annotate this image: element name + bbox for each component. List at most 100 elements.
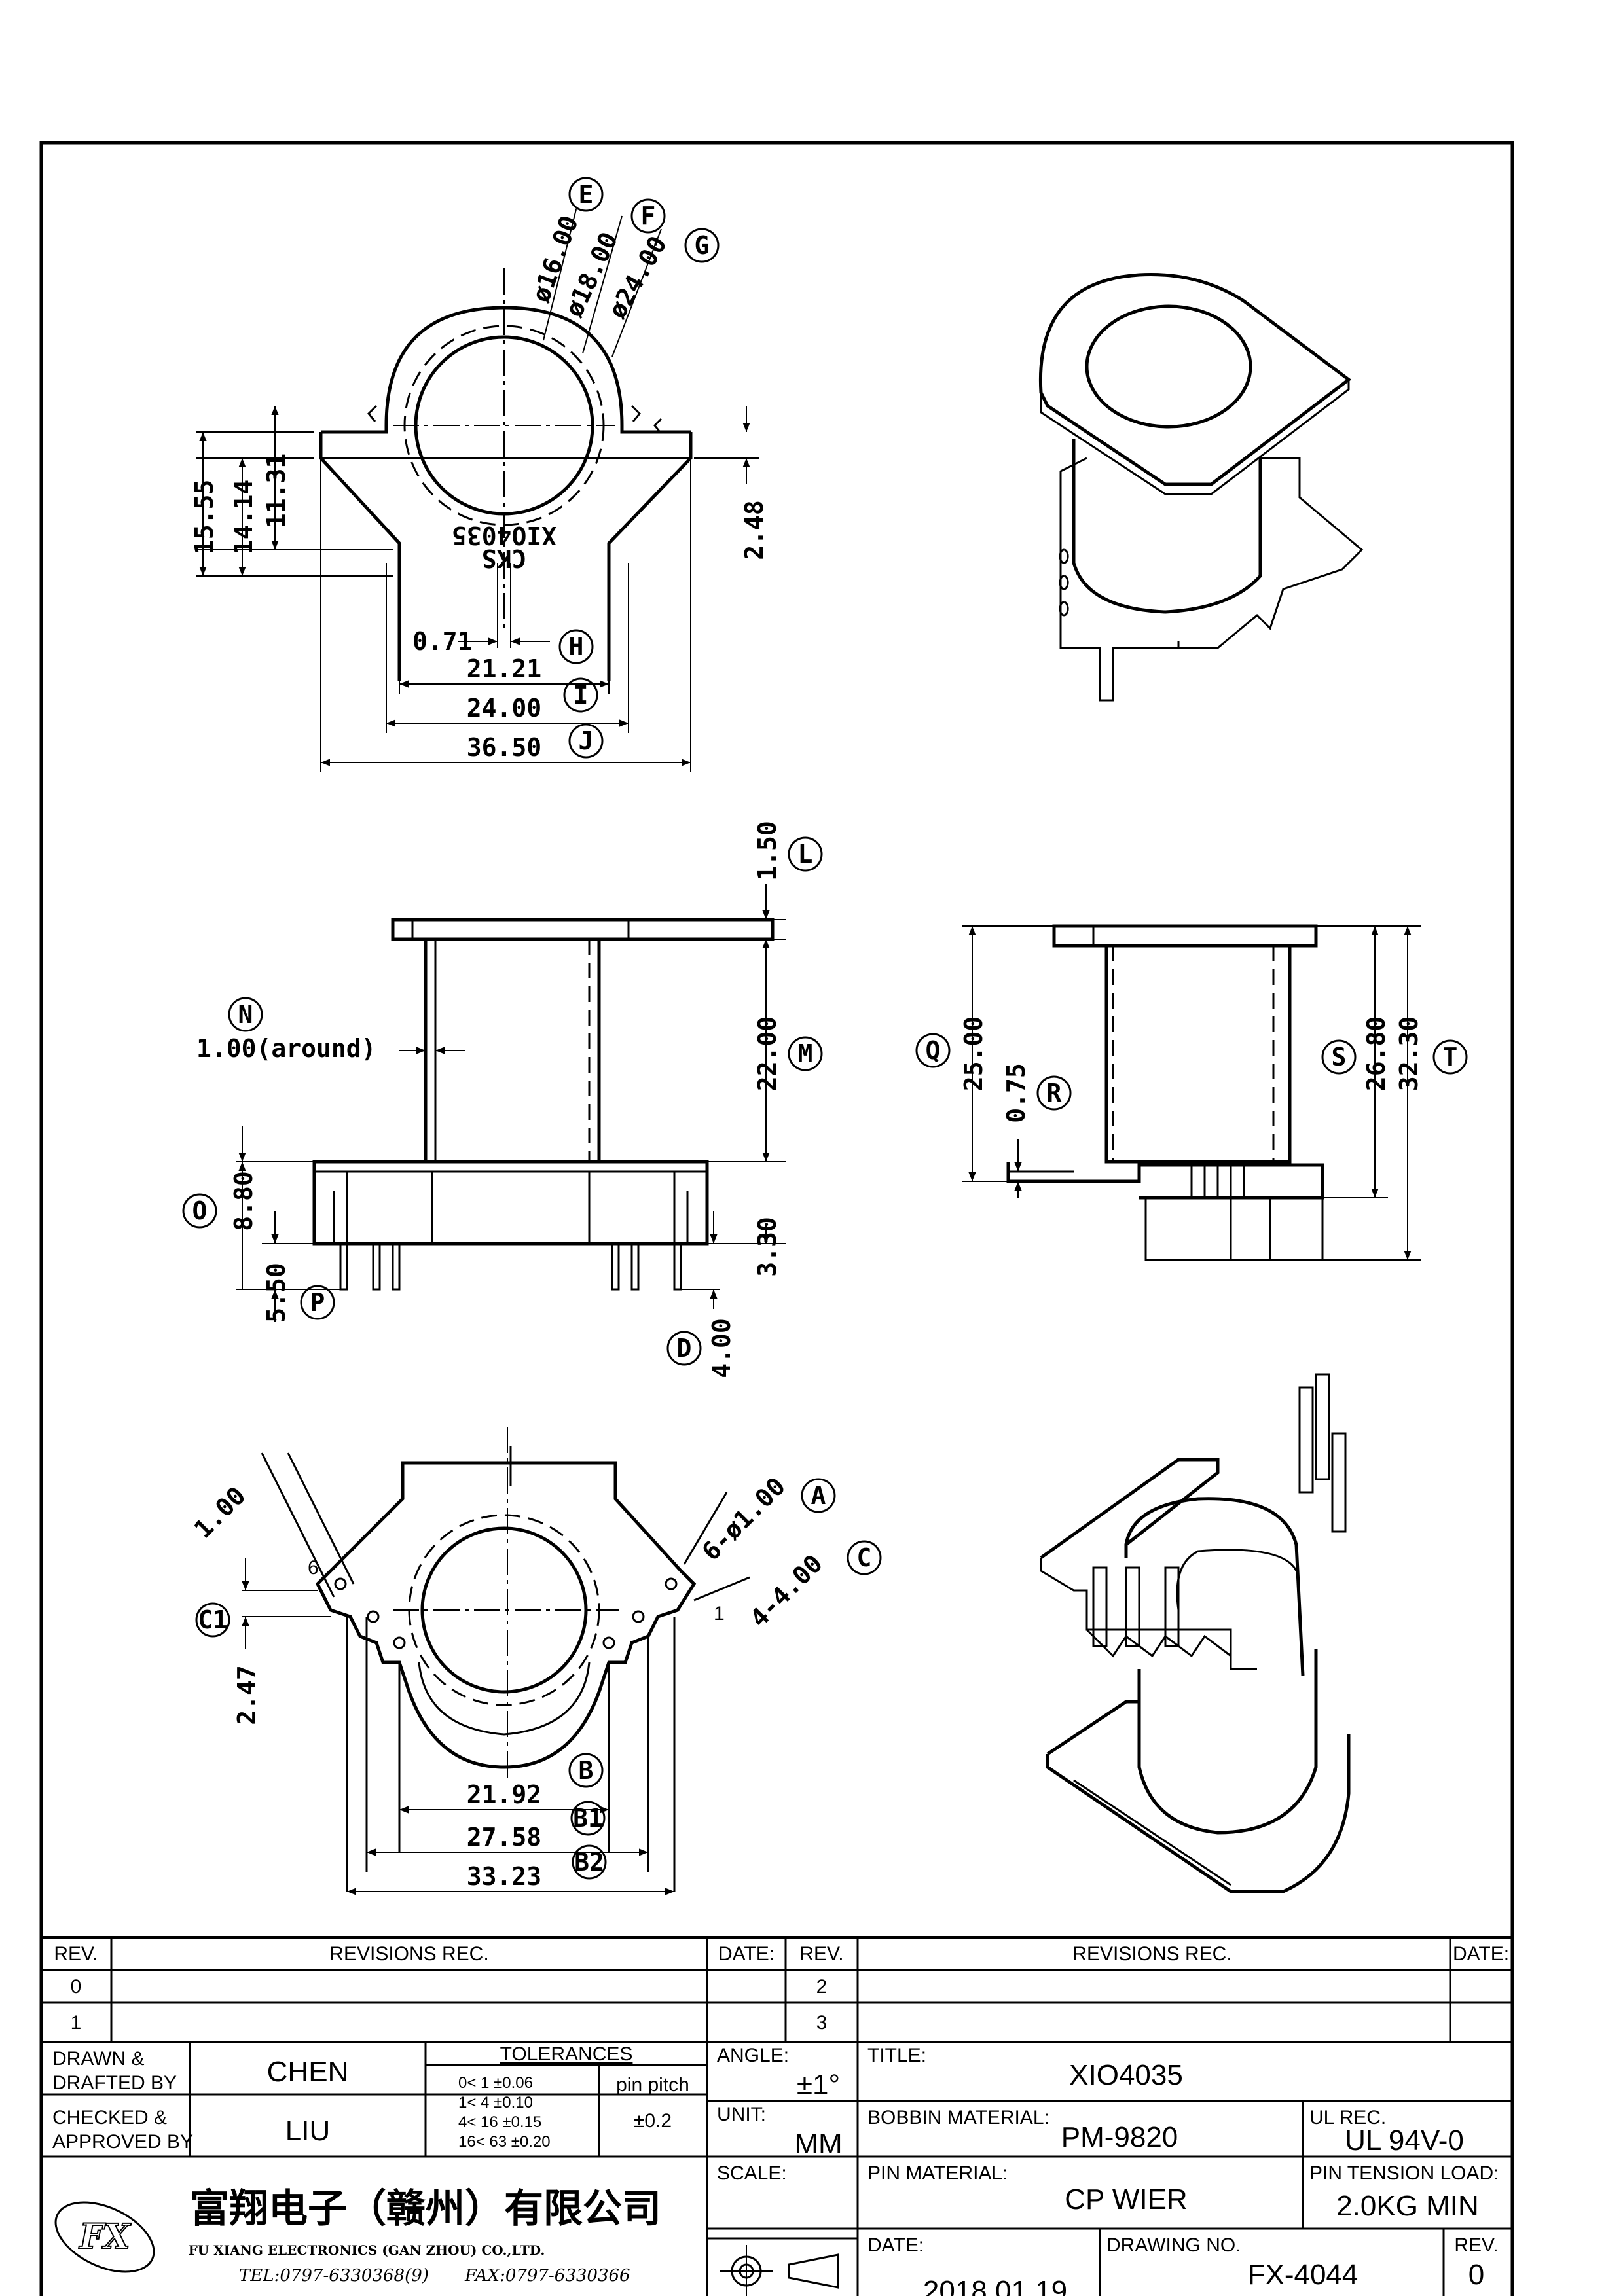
bobbin-label: BOBBIN MATERIAL: (867, 2107, 1049, 2128)
dim-m: 22.00 (753, 1016, 782, 1091)
projection-symbol (720, 2245, 839, 2296)
front-side-view: 1.50 22.00 1.00(around) 8.80 5.50 3.30 4… (182, 821, 823, 1378)
callout-p: P (310, 1288, 325, 1317)
drawn-label-2: DRAFTED BY (52, 2072, 177, 2094)
svg-text:FX: FX (78, 2217, 132, 2257)
rev-value: 0 (1468, 2259, 1484, 2291)
tolerance-row-3: 4< 16 ±0.15 (458, 2113, 541, 2131)
callout-b1: B1 (573, 1804, 603, 1833)
dim-b1: 27.58 (467, 1823, 541, 1852)
callout-b2: B2 (574, 1848, 604, 1876)
drawing-no-label: DRAWING NO. (1106, 2234, 1241, 2256)
pin-tension-label: PIN TENSION LOAD: (1309, 2162, 1499, 2184)
rev-row-0: 0 (71, 1976, 82, 1998)
dim-24: 24.00 (467, 694, 541, 723)
tolerance-row-4: 16< 63 ±0.20 (458, 2133, 551, 2151)
dim-15-55: 15.55 (190, 480, 219, 554)
pin-material-label: PIN MATERIAL: (867, 2162, 1008, 2184)
pin-pitch-value: ±0.2 (634, 2110, 672, 2132)
company-name-cn: 富翔电子（赣州）有限公司 (190, 2186, 661, 2232)
dim-l: 1.50 (753, 821, 782, 881)
checked-value: LIU (285, 2115, 330, 2147)
callout-e: E (579, 180, 594, 209)
ul-value: UL 94V-0 (1345, 2125, 1464, 2157)
callout-c: C (857, 1543, 872, 1572)
checked-label-1: CHECKED & (52, 2107, 167, 2128)
top-view: CKS XIO4035 15.55 14.14 11.31 2.48 ø16.0… (190, 177, 769, 772)
angle-value: ±1° (797, 2069, 840, 2101)
callout-b: B (579, 1756, 594, 1785)
dim-b: 21.92 (467, 1780, 541, 1809)
dim-c: 4-4.00 (744, 1549, 828, 1633)
callout-t: T (1443, 1043, 1458, 1071)
callout-j: J (579, 726, 594, 755)
dim-i: 21.21 (467, 655, 541, 683)
unit-label: UNIT: (717, 2104, 766, 2125)
callouts-top: E F G H I J (558, 177, 720, 759)
rev-row-3: 3 (816, 2012, 828, 2034)
dim-edge: 1.00 (189, 1481, 251, 1544)
iso-view-bottom (1040, 1373, 1351, 1893)
dim-q-value: 25.00 (959, 1016, 988, 1091)
title-block: REV. REVISIONS REC. DATE: REV. REVISIONS… (40, 1936, 1514, 2296)
bottom-view: 6 1 2.47 1.00 6-ø1.00 4-4.00 21.92 27.58… (189, 1427, 882, 1895)
rev-header-left: REV. (54, 1943, 98, 1965)
rev-row-1: 1 (71, 2012, 82, 2034)
date-header-right: DATE: (1453, 1943, 1509, 1965)
title-value: XIO4035 (1069, 2059, 1183, 2091)
company-fax: FAX:0797-6330366 (464, 2266, 630, 2286)
pin-label-6: 6 (308, 1557, 319, 1579)
pin-material-value: CP WIER (1065, 2183, 1187, 2215)
tolerances-title: TOLERANCES (500, 2043, 633, 2065)
callout-q: Q (926, 1036, 941, 1065)
revisions-header-left: REVISIONS REC. (329, 1943, 488, 1965)
rev-header-right: REV. (799, 1943, 843, 1965)
dim-o: 8.80 (229, 1171, 258, 1231)
drawing-no-value: FX-4044 (1248, 2259, 1359, 2291)
callout-g: G (695, 231, 710, 260)
pin-tension-value: 2.0KG MIN (1336, 2190, 1479, 2222)
callout-a: A (811, 1481, 826, 1510)
bottom-outline (315, 1461, 697, 1769)
callout-f: F (641, 202, 656, 230)
dim-p: 5.50 (262, 1263, 291, 1323)
tolerance-row-1: 0< 1 ±0.06 (458, 2074, 533, 2092)
pin-pitch-label: pin pitch (616, 2074, 689, 2096)
dim-r: 0.75 (1002, 1063, 1030, 1123)
callout-h: H (569, 632, 584, 661)
ul-label: UL REC. (1309, 2107, 1386, 2128)
callout-d: D (677, 1334, 692, 1363)
callout-s: S (1332, 1043, 1347, 1071)
dim-11-31: 11.31 (262, 454, 291, 528)
marking-cks: CKS (482, 544, 527, 573)
date-value: 2018.01.19 (923, 2275, 1067, 2296)
date-header-left: DATE: (718, 1943, 775, 1965)
callout-r: R (1047, 1079, 1062, 1107)
title-label: TITLE: (867, 2045, 926, 2066)
unit-value: MM (794, 2128, 842, 2160)
rev-row-2: 2 (816, 1976, 828, 1998)
scale-label: SCALE: (717, 2162, 787, 2184)
fx-logo: FX (54, 2201, 155, 2273)
dim-h: 0.71 (412, 627, 473, 656)
drawn-value: CHEN (267, 2056, 349, 2088)
callout-l: L (798, 840, 813, 869)
dim-d: 4.00 (707, 1318, 736, 1378)
right-side-view: 22.00 25.00 0.75 26.80 32.30 Q R S T (915, 924, 1468, 1261)
rev-label: REV. (1454, 2234, 1498, 2256)
revisions-header-right: REVISIONS REC. (1072, 1943, 1231, 1965)
callout-o: O (192, 1196, 208, 1225)
dim-s: 26.80 (1362, 1016, 1391, 1091)
sheet-border (39, 141, 1514, 2296)
pin-label-1: 1 (714, 1603, 725, 1624)
checked-label-2: APPROVED BY (52, 2131, 193, 2153)
tolerance-row-2: 1< 4 ±0.10 (458, 2094, 533, 2111)
company-name-en: FU XIANG ELECTRONICS (GAN ZHOU) CO.,LTD. (189, 2242, 545, 2258)
angle-label: ANGLE: (717, 2045, 789, 2066)
iso-view-top (1038, 273, 1364, 702)
dim-2-48: 2.48 (740, 500, 769, 560)
callout-m: M (798, 1039, 813, 1068)
bobbin-value: PM-9820 (1061, 2121, 1178, 2153)
callout-c1: C1 (198, 1605, 228, 1634)
